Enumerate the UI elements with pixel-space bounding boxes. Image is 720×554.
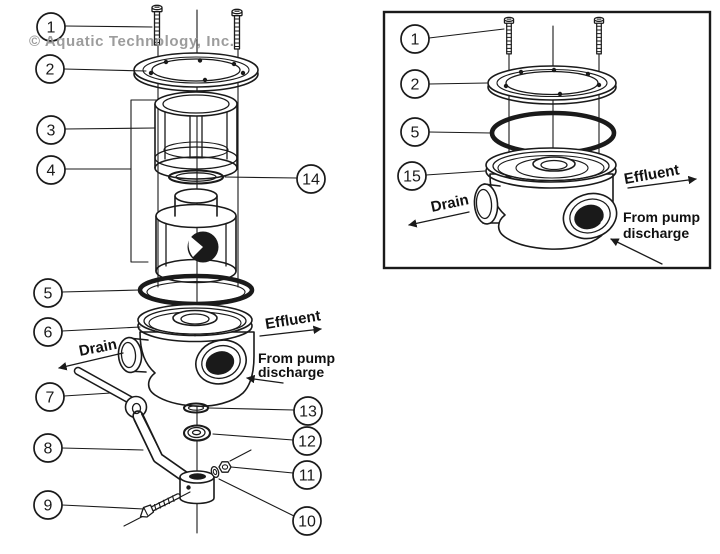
inset-callout-15: 15	[397, 161, 486, 191]
callout-10-label: 10	[298, 514, 316, 531]
callout-11: 11	[230, 460, 322, 490]
inset-diagram: Effluent Drain From pump discharge 1 2 5	[382, 10, 712, 270]
callout-14-label: 14	[302, 172, 320, 189]
cover-plate-screw-holes	[148, 58, 246, 83]
stem-nut-11	[218, 449, 252, 473]
callout-7-label: 7	[46, 390, 55, 407]
handle-hub	[179, 470, 215, 505]
from-pump-label-line1: From pump	[258, 350, 335, 366]
inset-valve-body	[473, 147, 618, 250]
callout-8-label: 8	[44, 441, 53, 458]
from-pump-arrow	[246, 374, 284, 384]
stem-washer-10	[210, 466, 220, 478]
inset-drain-port	[473, 183, 501, 225]
from-pump-label-line2: discharge	[258, 364, 324, 380]
cover-plate	[133, 52, 259, 92]
drain-port	[117, 336, 149, 374]
inset-callout-1-label: 1	[411, 32, 420, 49]
inset-cover-plate	[487, 65, 617, 105]
effluent-label: Effluent	[264, 307, 322, 333]
drain-label: Drain	[78, 336, 119, 360]
inset-drain-label: Drain	[429, 191, 470, 216]
callout-1-label: 1	[47, 20, 56, 37]
inset-cover-plate-screw-holes	[503, 67, 602, 97]
pump-discharge-port	[195, 339, 247, 385]
callout-4: 4	[36, 155, 132, 185]
callout-5-label: 5	[44, 286, 53, 303]
callout-6-label: 6	[44, 325, 53, 342]
diverter-rotor	[155, 188, 237, 284]
washer-12	[182, 424, 212, 442]
flow-labels: Effluent Drain From pump discharge	[58, 307, 335, 384]
callout-12: 12	[212, 426, 322, 456]
valve-body	[117, 303, 255, 408]
callout-1: 1	[36, 12, 153, 42]
callout-4-label: 4	[47, 163, 56, 180]
main-diagram: Effluent Drain From pump discharge	[33, 4, 335, 536]
inset-effluent-label: Effluent	[623, 162, 681, 188]
bracket-3-4	[130, 99, 158, 263]
callout-5: 5	[33, 278, 141, 308]
inset-pump-discharge-port	[562, 192, 618, 240]
inset-effluent-arrow	[627, 175, 697, 189]
inset-callout-15-label: 15	[403, 169, 421, 186]
inset-callout-1: 1	[400, 24, 505, 54]
effluent-arrow	[259, 325, 322, 337]
callout-8: 8	[33, 433, 144, 463]
o-ring-14	[167, 169, 225, 185]
callout-13-label: 13	[299, 404, 317, 421]
o-ring-13	[182, 402, 210, 414]
watermark-text: © Aquatic Technology, Inc.	[29, 33, 235, 50]
screw-icon	[503, 16, 515, 55]
diverter-cage	[154, 91, 238, 180]
inset-drain-arrow	[408, 211, 470, 228]
callout-6: 6	[33, 317, 141, 347]
screw-icon	[593, 16, 605, 55]
callout-9-label: 9	[44, 498, 53, 515]
callout-10: 10	[218, 478, 322, 536]
callout-2: 2	[35, 54, 147, 84]
inset-from-pump-label-line2: discharge	[623, 225, 689, 241]
handle	[73, 366, 194, 485]
inset-callout-2-label: 2	[411, 77, 420, 94]
o-ring-5	[137, 273, 255, 307]
callout-11-label: 11	[299, 468, 316, 485]
inset-callout-2: 2	[400, 69, 488, 99]
inset-cover-screws	[503, 16, 605, 55]
callout-9: 9	[33, 490, 145, 520]
callout-7: 7	[35, 382, 112, 412]
inset-callout-5-label: 5	[411, 125, 420, 142]
inset-callout-5: 5	[400, 117, 492, 147]
callout-2-label: 2	[46, 62, 55, 79]
callout-14: 14	[224, 164, 326, 194]
drain-arrow	[58, 352, 124, 371]
inset-from-pump-arrow	[610, 238, 663, 265]
inset-from-pump-label-line1: From pump	[623, 209, 700, 225]
callout-13: 13	[208, 396, 323, 426]
callout-12-label: 12	[298, 434, 316, 451]
inset-border	[382, 10, 712, 270]
callout-3: 3	[36, 115, 156, 145]
callout-3-label: 3	[47, 123, 56, 140]
